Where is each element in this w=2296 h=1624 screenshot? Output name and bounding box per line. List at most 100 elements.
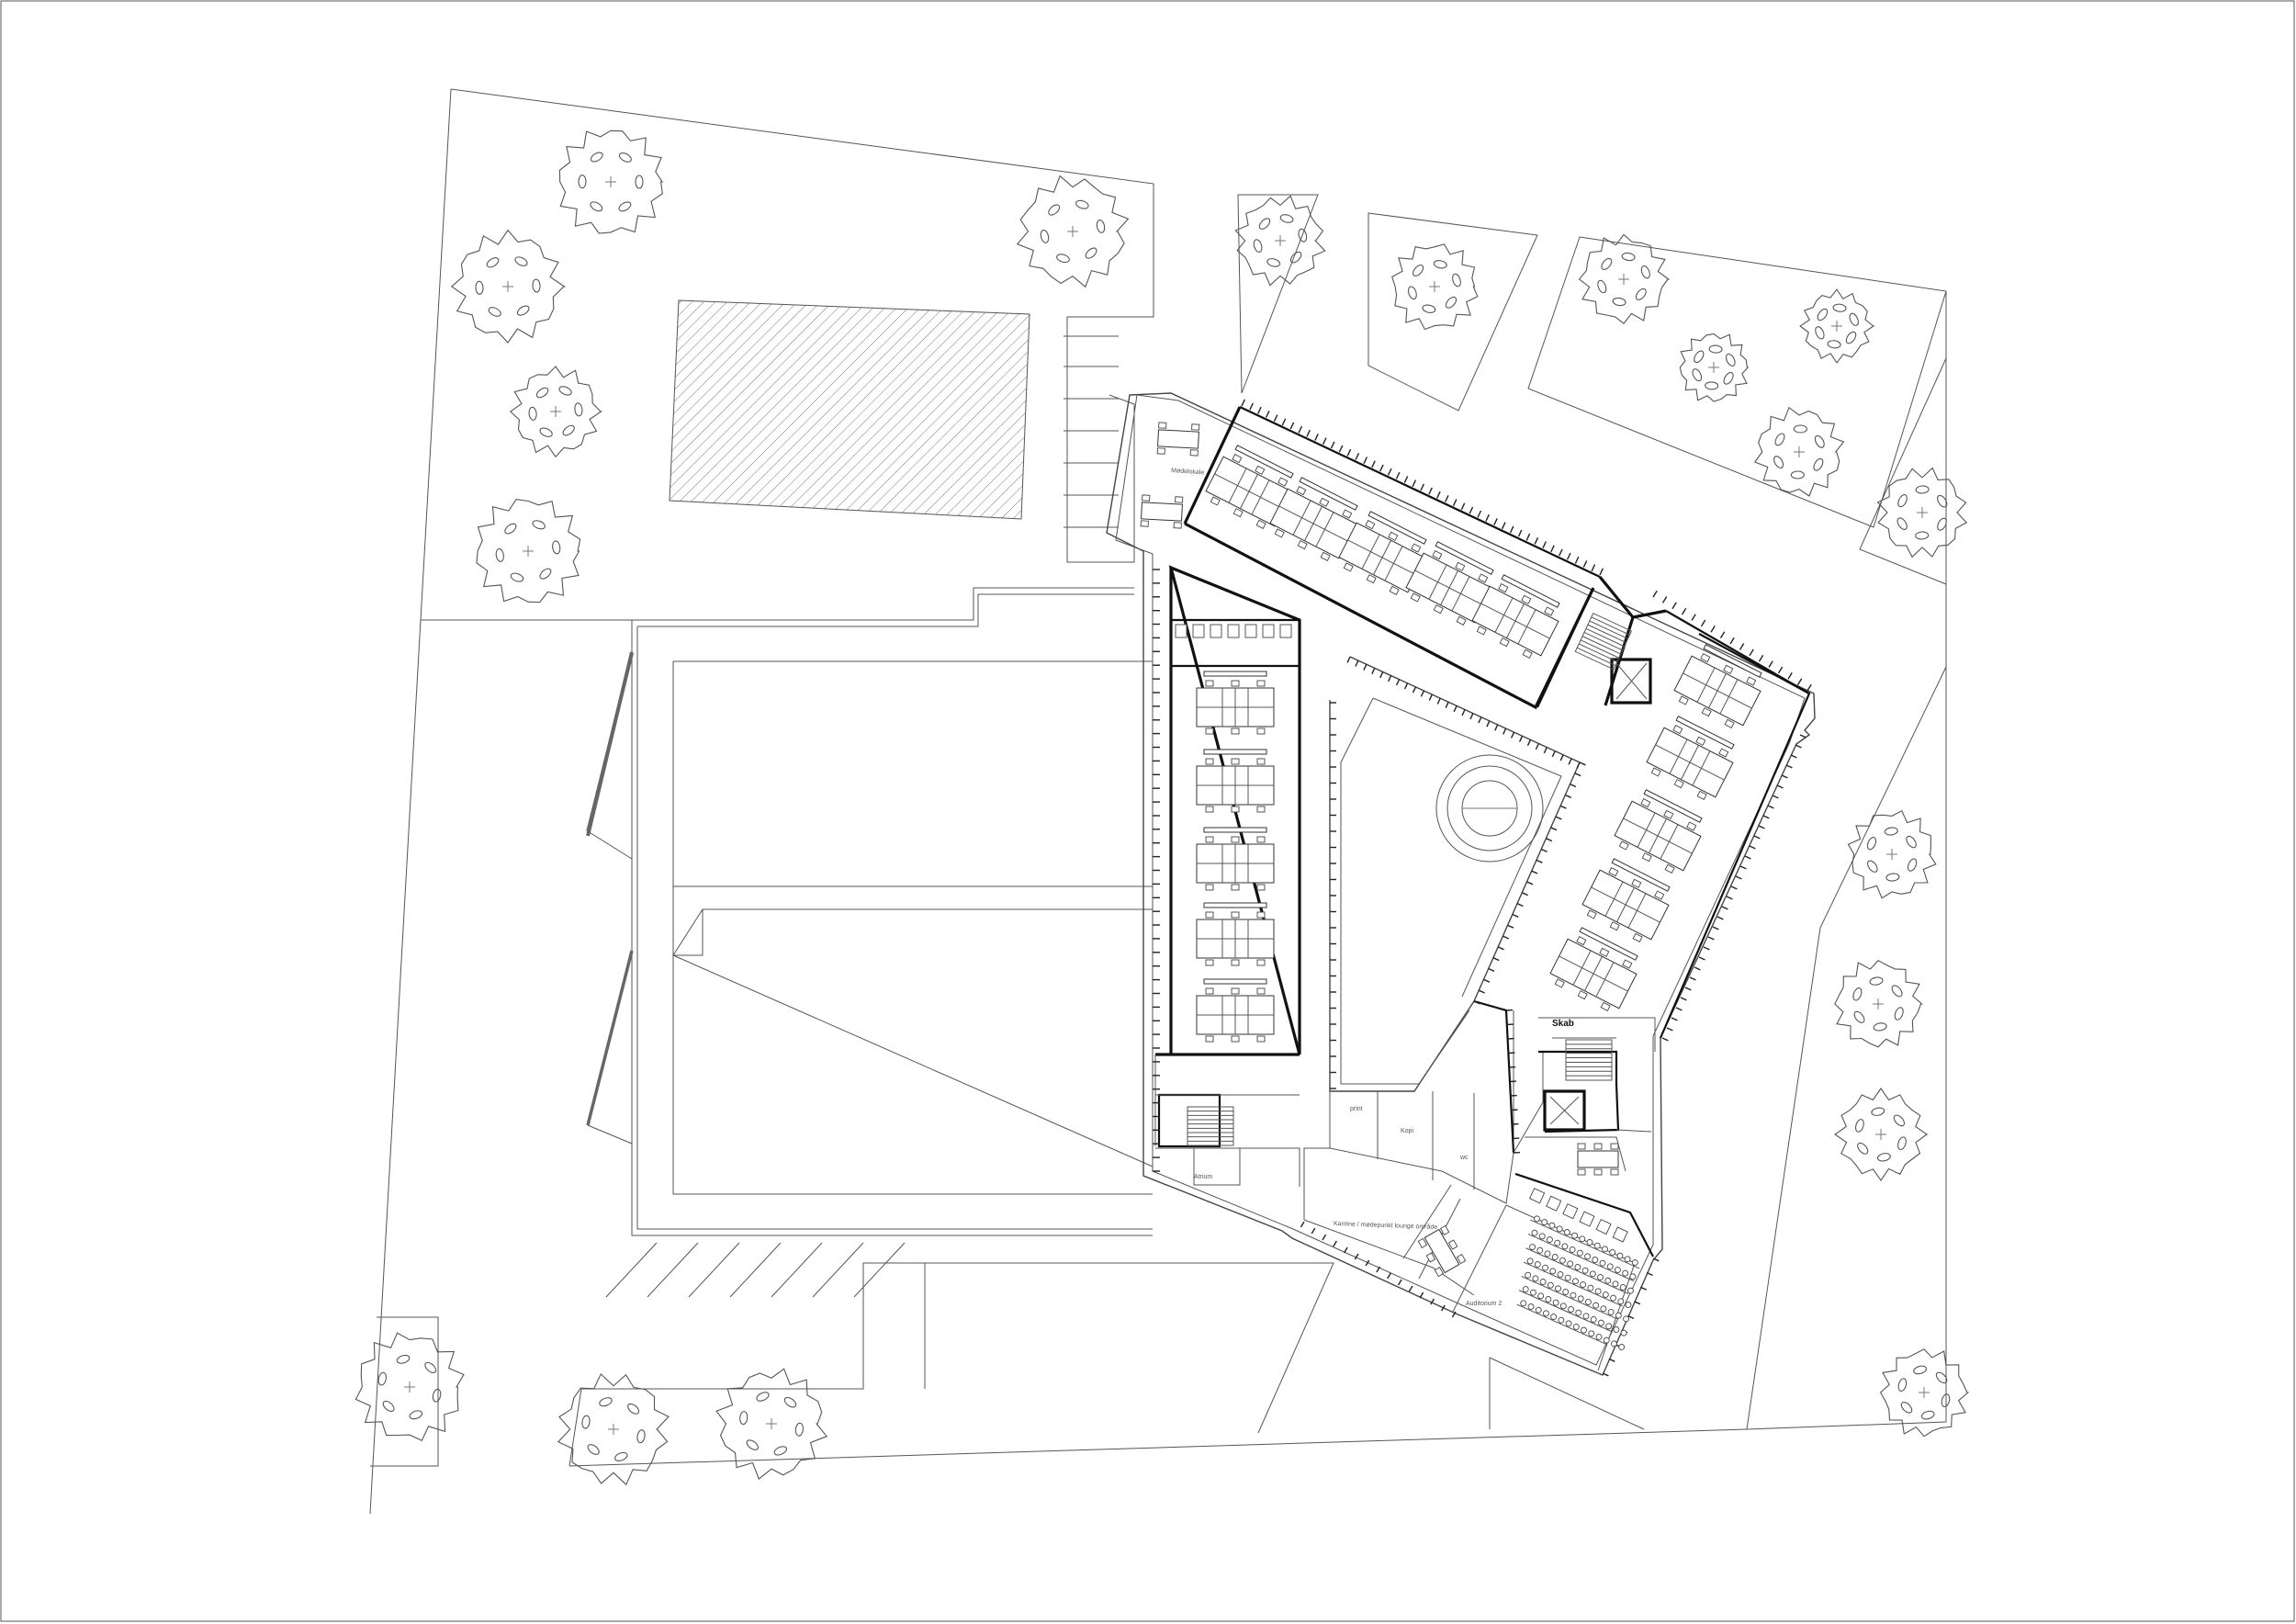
site-boundary (369, 88, 1947, 1515)
label-wc: wc (1459, 1155, 1469, 1161)
mullion (1493, 518, 1498, 525)
mullion (1525, 533, 1531, 541)
row-fixture (1595, 1218, 1612, 1235)
seat-row (1518, 1286, 1627, 1336)
wc-fixture (1279, 624, 1292, 638)
mullion (1758, 654, 1764, 662)
mullion (1710, 626, 1716, 633)
tree (715, 1368, 828, 1480)
label-atrium: Atrium (1194, 1174, 1212, 1180)
desk-cluster (1646, 716, 1735, 800)
tree (1876, 467, 1968, 558)
mullion (1445, 702, 1449, 708)
mullion (1749, 648, 1754, 657)
mullion (1516, 902, 1524, 908)
mullion (1703, 946, 1710, 951)
row-fixture (1529, 1188, 1546, 1204)
mullion (1627, 1314, 1635, 1319)
stair-flight (1565, 1039, 1613, 1081)
desk-cluster (1549, 927, 1638, 1011)
mullion (1522, 892, 1528, 897)
mullion (1526, 739, 1532, 746)
seat-row (1530, 1215, 1640, 1269)
tree (509, 366, 603, 458)
mullion (1762, 815, 1770, 819)
mullion (1719, 631, 1726, 638)
seat-row (1521, 1271, 1629, 1323)
mullion (1387, 468, 1392, 476)
mullion (1412, 686, 1417, 694)
mullion (1574, 773, 1581, 777)
mullion (1451, 1311, 1457, 1318)
mullion (1559, 754, 1564, 761)
mullion (1365, 1259, 1370, 1267)
mullion (1477, 510, 1482, 518)
mullion (1729, 637, 1735, 645)
mullion (1535, 743, 1540, 750)
desk-cluster (1471, 574, 1560, 659)
mullion (1338, 445, 1344, 453)
mullion (1559, 805, 1567, 809)
row-fixture (1546, 1195, 1562, 1212)
mullion (1512, 913, 1519, 918)
mullion (1576, 761, 1581, 769)
mullion (1488, 967, 1495, 973)
row-fixture (1562, 1203, 1579, 1220)
mullion (1483, 978, 1491, 983)
mullion (1501, 522, 1506, 530)
meeting-table (1577, 1143, 1619, 1176)
stair-flight (1187, 1106, 1234, 1146)
room-labels: Mødelokale Skab print Kopi wc Atrium Kan… (1171, 468, 1574, 1307)
mullion (1608, 1358, 1615, 1362)
tree (450, 229, 567, 344)
meeting-table (1156, 422, 1200, 457)
meeting-table (1417, 1224, 1467, 1278)
mullion (1387, 1272, 1391, 1280)
mullion (1444, 495, 1449, 502)
desk-cluster (1196, 671, 1275, 735)
tree (355, 1332, 465, 1442)
mullion (1436, 491, 1441, 499)
facade-mullions (1153, 399, 1812, 1377)
mullion (1758, 825, 1765, 829)
mullion (1518, 736, 1524, 742)
mullion (1363, 457, 1368, 464)
wc-fixture (1227, 624, 1240, 638)
mullion (1551, 750, 1556, 758)
mullion (1555, 816, 1562, 820)
mullion (1550, 545, 1555, 553)
desk-cluster (1196, 978, 1275, 1043)
mullion (1241, 399, 1246, 407)
mullion (1694, 966, 1701, 971)
mullion (1739, 643, 1745, 650)
mullion (1322, 1234, 1327, 1241)
desk-cluster (1405, 541, 1494, 626)
mullion (1453, 705, 1458, 713)
mullion (1273, 414, 1278, 422)
label-print: print (1350, 1106, 1363, 1112)
mullion (1640, 1286, 1647, 1291)
mullion (1661, 596, 1668, 603)
tree (1391, 243, 1479, 331)
mullion (1249, 402, 1254, 411)
mullion (1795, 744, 1802, 749)
mullion (1355, 453, 1360, 460)
meeting-table (1140, 494, 1184, 529)
mullion (1330, 441, 1335, 449)
mullion (1461, 709, 1466, 716)
mullion (1469, 713, 1474, 720)
wc-fixture (1244, 624, 1257, 638)
mullion (1428, 487, 1433, 495)
mullion (1346, 448, 1352, 457)
mullion (1503, 727, 1507, 735)
label-kopi: Kopi (1401, 1128, 1413, 1134)
mullion (1570, 783, 1577, 788)
tree (1679, 333, 1750, 402)
label-lounge: Kantine / mødepunkt lounge område (1334, 1220, 1438, 1231)
mullion (1540, 848, 1548, 853)
mullion (1602, 1372, 1609, 1377)
new-building (1106, 392, 1816, 1376)
tree (558, 130, 664, 234)
mullion (1543, 747, 1548, 754)
mullion (1652, 1257, 1660, 1262)
